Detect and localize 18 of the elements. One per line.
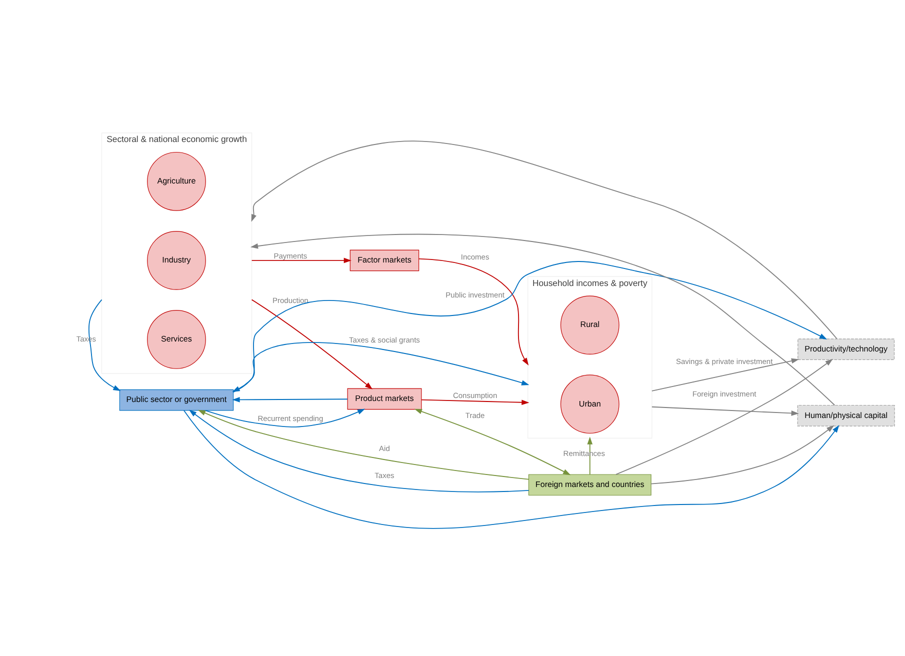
arrow: [250, 140, 837, 339]
arrow: [250, 257, 351, 263]
arrow: [650, 358, 799, 391]
arrow: [650, 406, 798, 416]
arrow: [250, 233, 835, 406]
arrow: [188, 409, 529, 492]
arrow: [197, 409, 529, 480]
arrow: [586, 436, 592, 474]
arrow: [414, 408, 570, 475]
arrow: [232, 396, 348, 402]
arrow: [420, 398, 529, 405]
arrow: [88, 298, 120, 390]
arrow: [204, 408, 365, 427]
arrow: [615, 358, 832, 474]
arrow: [650, 424, 834, 484]
arrow: [250, 298, 372, 389]
arrow: [182, 410, 839, 528]
arrow: [418, 258, 528, 365]
